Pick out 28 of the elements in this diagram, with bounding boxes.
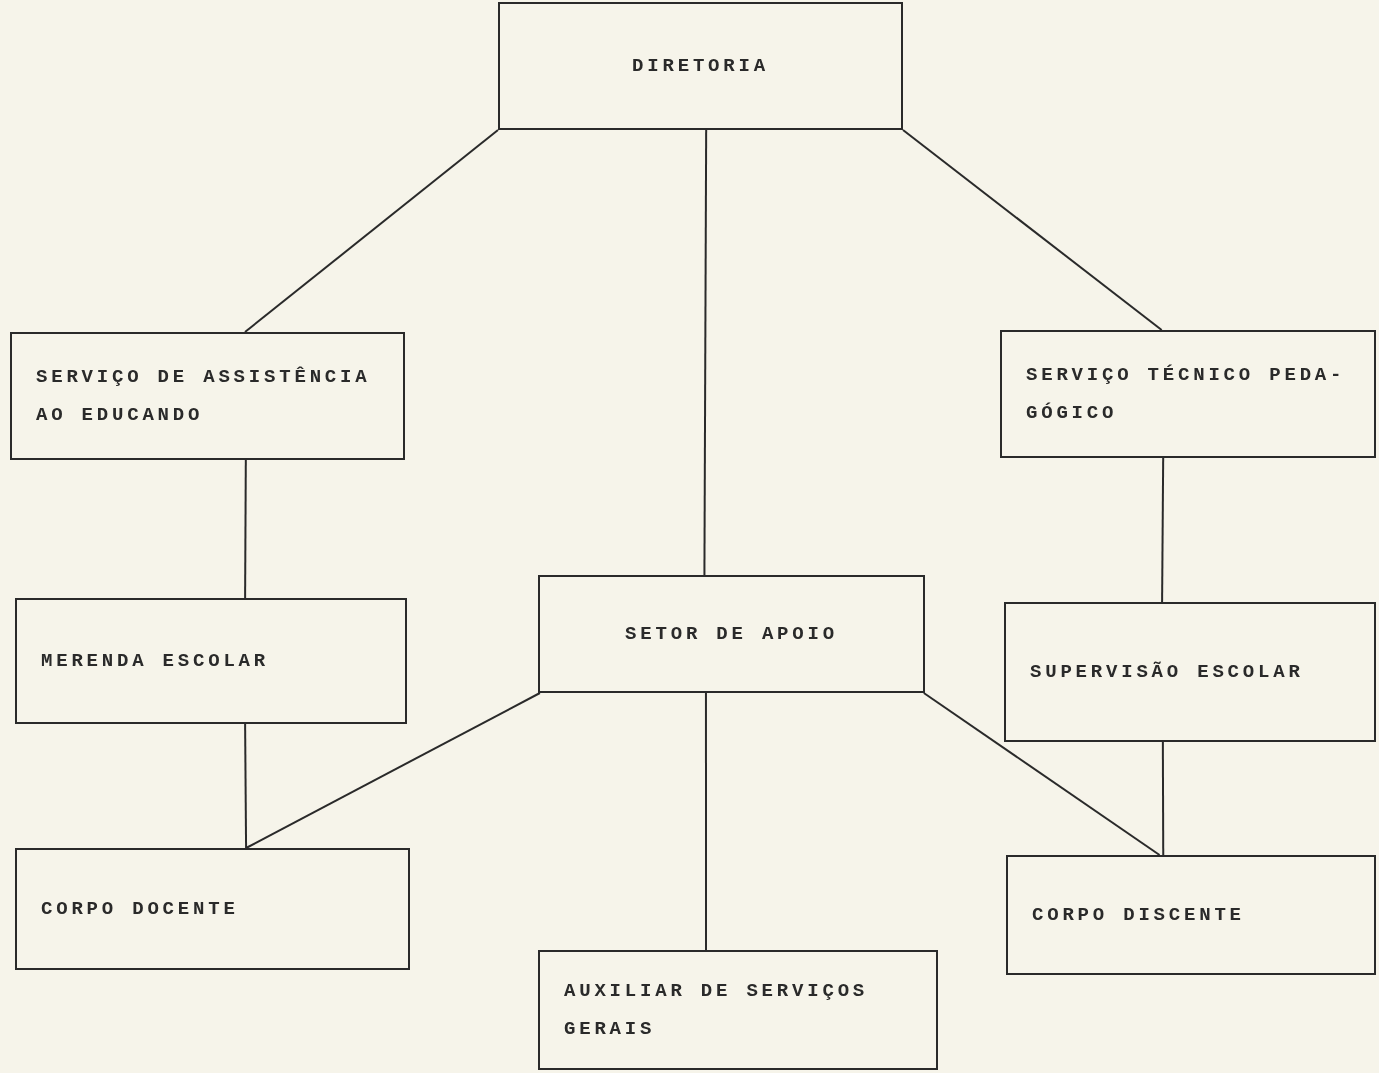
org-unit-box: [10, 332, 405, 460]
connector-line: [704, 692, 707, 951]
org-unit-box: [1006, 855, 1376, 975]
unit-name: SERVIÇO DE ASSISTÊNCIA AO EDUCANDO: [36, 365, 372, 428]
connector-line: [245, 692, 541, 849]
unit-name: MERENDA ESCOLAR: [41, 649, 270, 674]
unit-name: SETOR DE APOIO: [625, 622, 838, 647]
unit-name: CORPO DISCENTE: [1032, 903, 1245, 928]
org-unit-box: [538, 575, 925, 693]
unit-name: DIRETORIA: [632, 54, 769, 79]
unit-name: SUPERVISÃO ESCOLAR: [1030, 660, 1304, 685]
connector-line: [244, 723, 248, 849]
org-unit-box: [498, 2, 903, 130]
unit-name: AUXILIAR DE SERVIÇOS GERAIS: [564, 979, 870, 1042]
connector-line: [902, 129, 1163, 331]
org-unit-box: [15, 848, 410, 970]
unit-name: SERVIÇO TÉCNICO PEDA- GÓGICO: [1026, 363, 1347, 426]
connector-line: [244, 129, 499, 333]
connector-line: [1161, 457, 1165, 603]
connector-line: [244, 459, 247, 599]
org-unit-box: [15, 598, 407, 724]
org-unit-box: [538, 950, 938, 1070]
unit-name: CORPO DOCENTE: [41, 897, 239, 922]
connector-line: [922, 692, 1161, 856]
org-unit-box: [1000, 330, 1376, 458]
connector-line: [703, 129, 708, 576]
connector-line: [1161, 741, 1165, 856]
org-unit-box: [1004, 602, 1376, 742]
